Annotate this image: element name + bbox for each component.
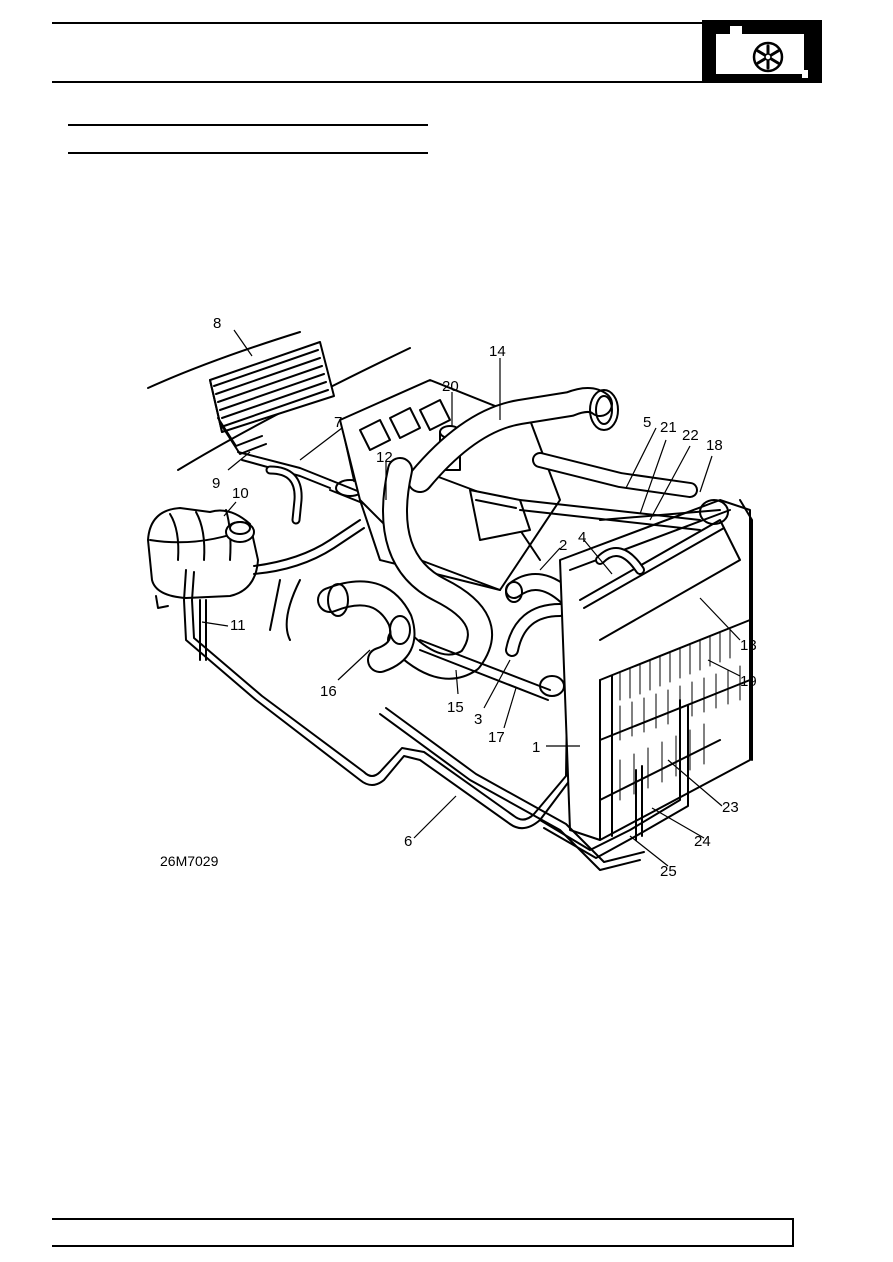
expansion-tank (147, 507, 259, 609)
cooling-system-icon (702, 20, 822, 82)
title-rule-lower (68, 152, 428, 154)
callout-24: 24 (694, 833, 711, 850)
radiator (559, 499, 753, 841)
callout-14: 14 (489, 343, 506, 360)
figure-id: 26M7029 (160, 853, 219, 869)
page-footer (52, 1218, 794, 1247)
callout-leaders (201, 329, 741, 867)
callout-22: 22 (682, 427, 699, 444)
callout-1: 1 (532, 739, 540, 756)
callout-23: 23 (722, 799, 739, 816)
callout-9: 9 (212, 475, 220, 492)
callout-19: 19 (740, 673, 757, 690)
callout-12: 12 (376, 449, 393, 466)
header-top-rule (52, 22, 822, 24)
title-rule-upper (68, 124, 428, 126)
callout-18: 18 (706, 437, 723, 454)
callout-20: 20 (442, 378, 459, 395)
header-bottom-rule (52, 81, 822, 83)
callout-10: 10 (232, 485, 249, 502)
callout-6: 6 (404, 833, 412, 850)
heater-matrix (209, 341, 335, 455)
callout-21: 21 (660, 419, 677, 436)
callout-3: 3 (474, 711, 482, 728)
callout-7: 7 (334, 414, 342, 431)
callout-4: 4 (578, 529, 586, 546)
callout-13: 13 (740, 637, 757, 654)
callout-8: 8 (213, 315, 221, 332)
callout-labels: 8 14 20 5 21 22 18 7 12 9 10 11 2 4 13 1… (160, 315, 757, 880)
callout-17: 17 (488, 729, 505, 746)
engine-block (269, 379, 561, 641)
callout-11: 11 (230, 617, 246, 634)
callout-16: 16 (320, 683, 337, 700)
callout-15: 15 (447, 699, 464, 716)
callout-25: 25 (660, 863, 677, 880)
callout-2: 2 (559, 537, 567, 554)
callout-5: 5 (643, 414, 651, 431)
